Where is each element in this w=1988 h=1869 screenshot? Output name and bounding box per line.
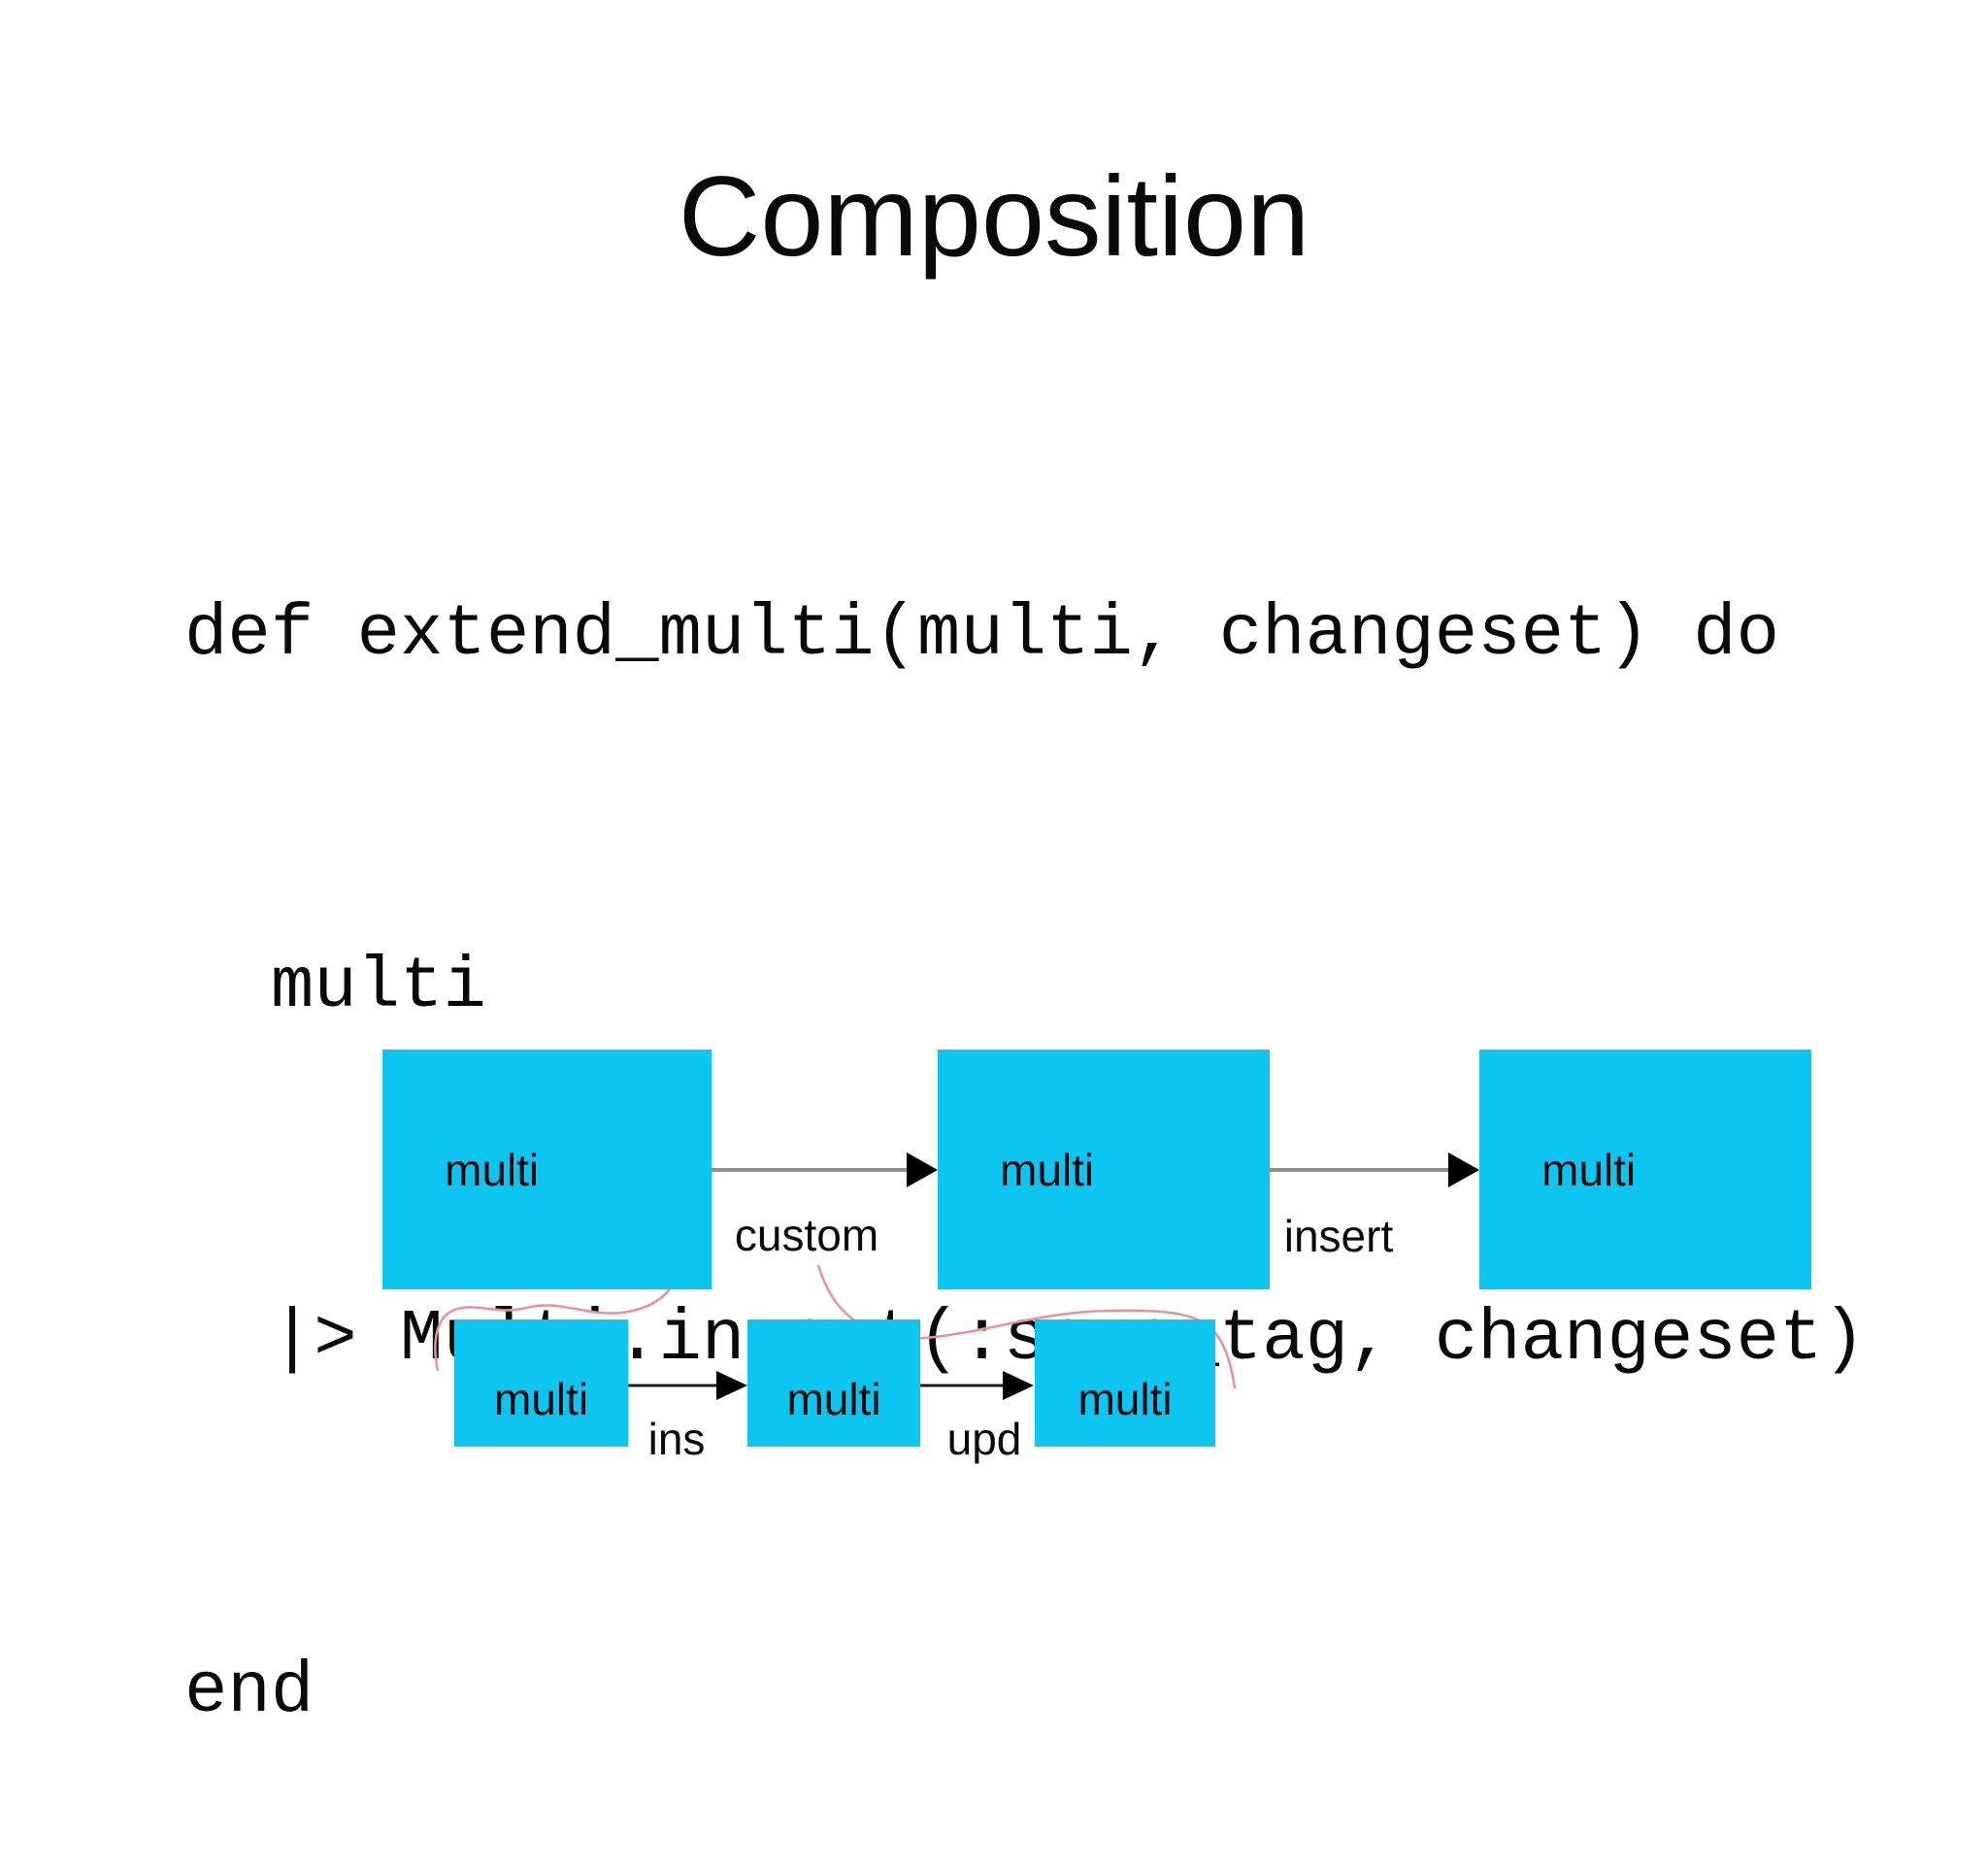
multi-box-top-3: multi [1479, 1050, 1811, 1289]
presentation-slide: { "slide_title": "Composition", "code": … [184, 152, 1866, 1733]
annotation-curve-left [434, 1259, 687, 1372]
multi-box-label: multi [493, 1373, 589, 1424]
edge-label-insert: insert [1283, 1211, 1394, 1261]
multi-box-bottom-2: multi [747, 1319, 920, 1447]
multi-box-bottom-1: multi [454, 1319, 628, 1447]
multi-box-label: multi [1077, 1373, 1173, 1424]
multi-box-bottom-3: multi [1035, 1319, 1215, 1447]
code-line-1: def extend_multi(multi, changeset) do [184, 594, 1780, 676]
arrow-ins [628, 1371, 747, 1400]
edge-label-custom: custom [734, 1210, 879, 1260]
arrowhead-icon [1003, 1371, 1034, 1400]
arrowhead-icon [907, 1152, 938, 1187]
multi-box-label: multi [786, 1373, 881, 1424]
multi-box-label: multi [445, 1144, 540, 1195]
arrow-upd [920, 1371, 1034, 1400]
code-line-2: multi [184, 947, 486, 1028]
edge-label-ins: ins [647, 1414, 706, 1464]
page-title: Composition [678, 152, 1310, 280]
multi-box-top-2: multi [938, 1050, 1270, 1289]
arrowhead-icon [1448, 1152, 1479, 1187]
arrowhead-icon [716, 1371, 747, 1400]
code-line-4: end [184, 1652, 315, 1733]
edge-label-upd: upd [946, 1414, 1022, 1464]
arrow-insert [1270, 1152, 1479, 1187]
arrow-custom [712, 1152, 938, 1187]
multi-box-label: multi [1000, 1144, 1095, 1195]
multi-box-label: multi [1541, 1144, 1637, 1195]
multi-box-top-1: multi [382, 1050, 712, 1289]
